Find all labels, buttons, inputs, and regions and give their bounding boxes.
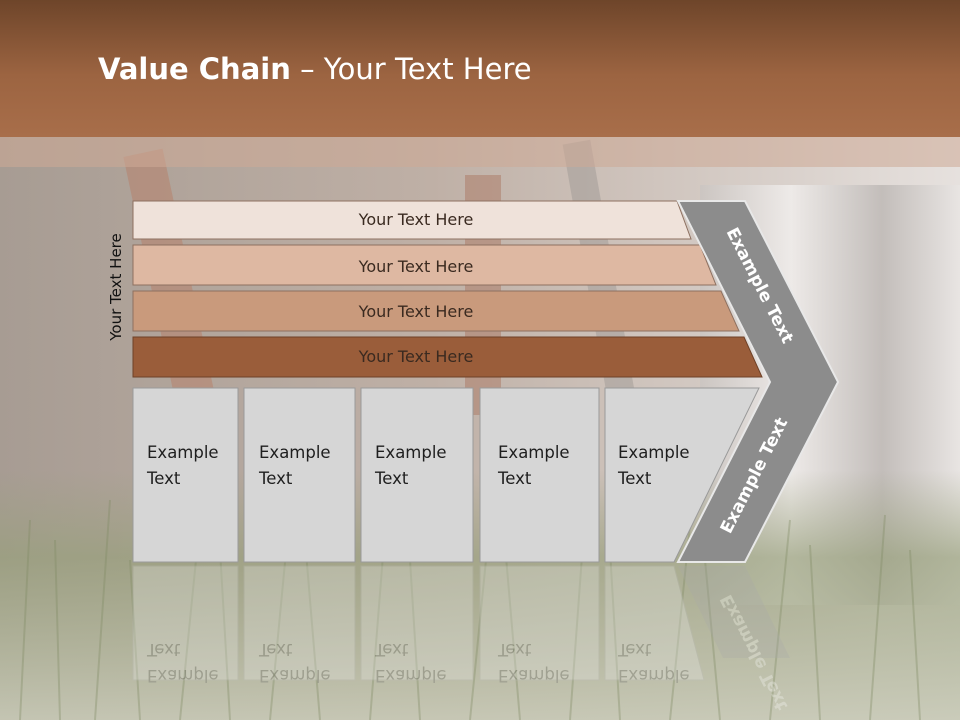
bar-4-label: Your Text Here xyxy=(358,347,474,366)
slide-title-rest: – Your Text Here xyxy=(290,52,532,86)
box-4-line2: Text xyxy=(497,469,532,488)
reflection-box-4-line2: Text xyxy=(497,640,532,659)
diagram-reflection: Example Text Example Text Example Text E… xyxy=(132,565,792,713)
box-1-line2: Text xyxy=(146,469,181,488)
reflection-box-2-line2: Text xyxy=(258,640,293,659)
box-2[interactable]: Example Text xyxy=(243,387,356,563)
bar-3-shape xyxy=(132,290,740,332)
box-1-line1: Example xyxy=(147,443,219,462)
box-3-line1: Example xyxy=(375,443,447,462)
box-2-line1: Example xyxy=(259,443,331,462)
bar-4-shape xyxy=(132,336,763,378)
bar-2-shape xyxy=(132,244,717,286)
bar-3[interactable]: Your Text Here xyxy=(132,290,740,332)
box-3-line2: Text xyxy=(374,469,409,488)
box-3-shape xyxy=(360,387,474,563)
box-3[interactable]: Example Text xyxy=(360,387,474,563)
bar-1[interactable]: Your Text Here xyxy=(132,200,692,240)
box-4[interactable]: Example Text xyxy=(479,387,600,563)
title-bar xyxy=(0,0,960,137)
reflection-box-1-line1: Example xyxy=(147,666,219,685)
box-5[interactable]: Example Text xyxy=(604,387,760,563)
box-5-shape xyxy=(604,387,760,563)
box-1-shape xyxy=(132,387,239,563)
title-bar-strip xyxy=(0,137,960,167)
reflection-box-1-line2: Text xyxy=(146,640,181,659)
reflection-box-3-line2: Text xyxy=(374,640,409,659)
box-1[interactable]: Example Text xyxy=(132,387,239,563)
box-2-shape xyxy=(243,387,356,563)
reflection-box-5-line2: Text xyxy=(617,640,652,659)
bar-1-label: Your Text Here xyxy=(358,210,474,229)
slide-title-bold: Value Chain xyxy=(98,52,291,86)
bar-3-label: Your Text Here xyxy=(358,302,474,321)
box-4-line1: Example xyxy=(498,443,570,462)
bar-1-shape xyxy=(132,200,692,240)
reflection-box-2-line1: Example xyxy=(259,666,331,685)
chevron-arrow-shape xyxy=(676,200,840,563)
reflection-box-4-line1: Example xyxy=(498,666,570,685)
bar-4[interactable]: Your Text Here xyxy=(132,336,763,378)
box-5-line1: Example xyxy=(618,443,690,462)
box-2-line2: Text xyxy=(258,469,293,488)
reflection-box-5-line1: Example xyxy=(618,666,690,685)
bar-2[interactable]: Your Text Here xyxy=(132,244,717,286)
box-5-line2: Text xyxy=(617,469,652,488)
slide-title: Value Chain – Your Text Here xyxy=(98,52,532,86)
box-4-shape xyxy=(479,387,600,563)
bar-2-label: Your Text Here xyxy=(358,257,474,276)
reflection-box-3-line1: Example xyxy=(375,666,447,685)
